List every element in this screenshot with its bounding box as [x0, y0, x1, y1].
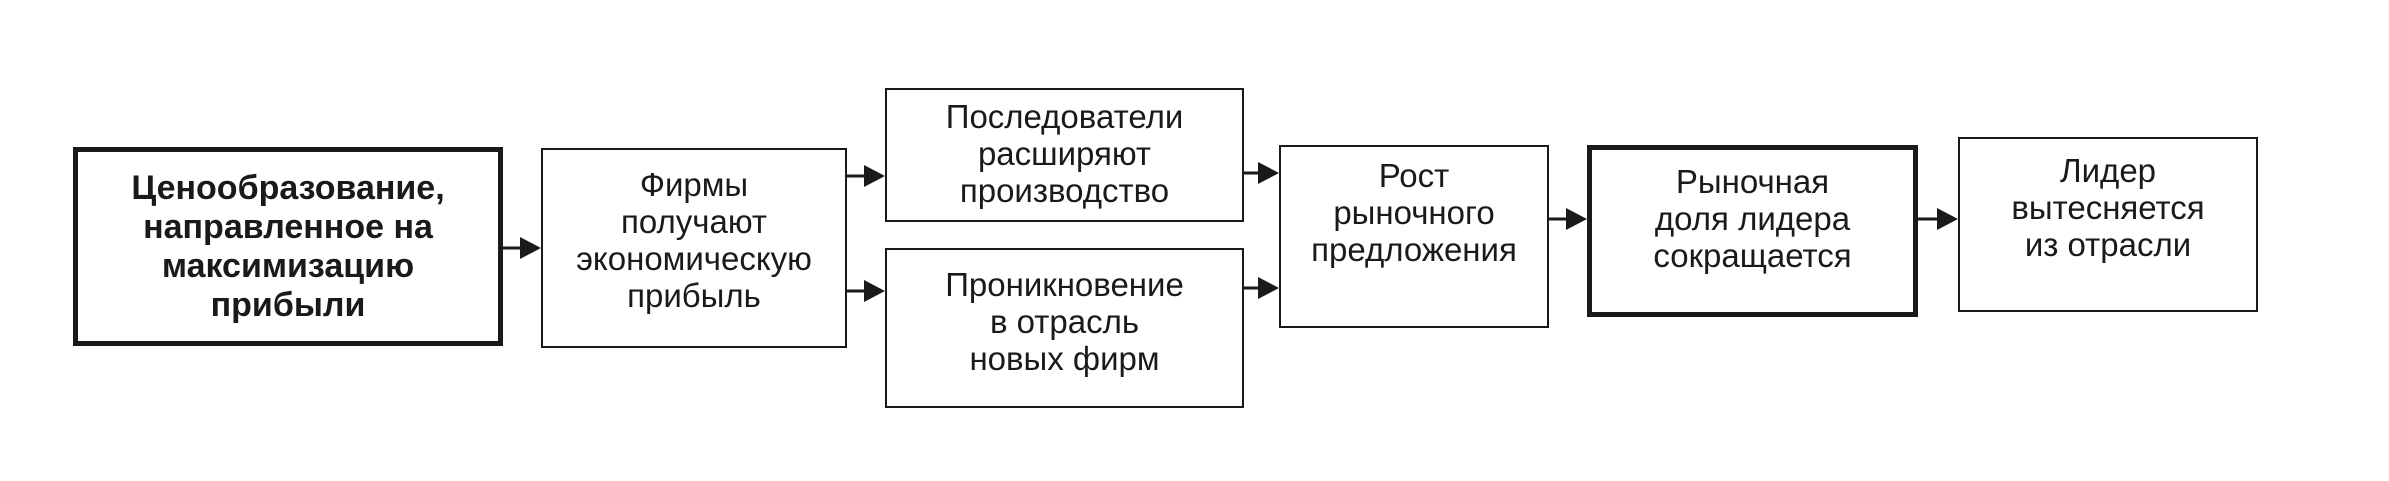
- box-firms-get-profit: Фирмы получают экономическую прибыль: [541, 148, 847, 348]
- box-share-line-2: доля лидера: [1654, 200, 1851, 237]
- box-followers-line-1: Последователи: [945, 98, 1184, 135]
- arrow-profit-to-entry: [847, 280, 885, 302]
- arrow-profit-to-followers: [847, 165, 885, 187]
- box-pricing-line-1: Ценообразование,: [131, 168, 445, 207]
- box-leader-line-2: вытесняется: [2011, 189, 2205, 226]
- box-pricing-for-profit: Ценообразование, направленное на максими…: [73, 147, 503, 346]
- arrow-followers-to-supply: [1244, 162, 1279, 184]
- box-entry-line-3: новых фирм: [969, 340, 1160, 377]
- box-pricing-line-3: максимизацию: [161, 246, 415, 285]
- box-followers-line-3: производство: [959, 172, 1170, 209]
- box-pricing-line-4: прибыли: [210, 285, 366, 324]
- box-entry-line-2: в отрасль: [989, 303, 1140, 340]
- box-share-line-1: Рыночная: [1675, 163, 1830, 200]
- box-share-line-3: сокращается: [1653, 237, 1852, 274]
- arrow-supply-to-share: [1549, 208, 1587, 230]
- arrow-entry-to-supply: [1244, 277, 1279, 299]
- box-leader-line-1: Лидер: [2059, 152, 2157, 189]
- box-profit-line-4: прибыль: [627, 277, 761, 314]
- box-supply-growth: Рост рыночного предложения: [1279, 145, 1549, 328]
- box-leader-exits: Лидер вытесняется из отрасли: [1958, 137, 2258, 312]
- box-leader-share-decline: Рыночная доля лидера сокращается: [1587, 145, 1918, 317]
- box-leader-line-3: из отрасли: [2024, 226, 2192, 263]
- arrow-pricing-to-profit: [503, 237, 541, 259]
- box-profit-line-1: Фирмы: [639, 166, 749, 203]
- box-followers-line-2: расширяют: [977, 135, 1152, 172]
- arrow-share-to-leader: [1918, 208, 1958, 230]
- box-profit-line-2: получают: [621, 203, 767, 240]
- box-followers-expand: Последователи расширяют производство: [885, 88, 1244, 222]
- box-pricing-line-2: направленное на: [143, 207, 433, 246]
- box-supply-line-2: рыночного: [1333, 194, 1495, 231]
- box-new-firms-entry: Проникновение в отрасль новых фирм: [885, 248, 1244, 408]
- box-supply-line-1: Рост: [1378, 157, 1450, 194]
- box-profit-line-3: экономическую: [576, 240, 812, 277]
- box-supply-line-3: предложения: [1311, 231, 1517, 268]
- box-entry-line-1: Проникновение: [945, 266, 1184, 303]
